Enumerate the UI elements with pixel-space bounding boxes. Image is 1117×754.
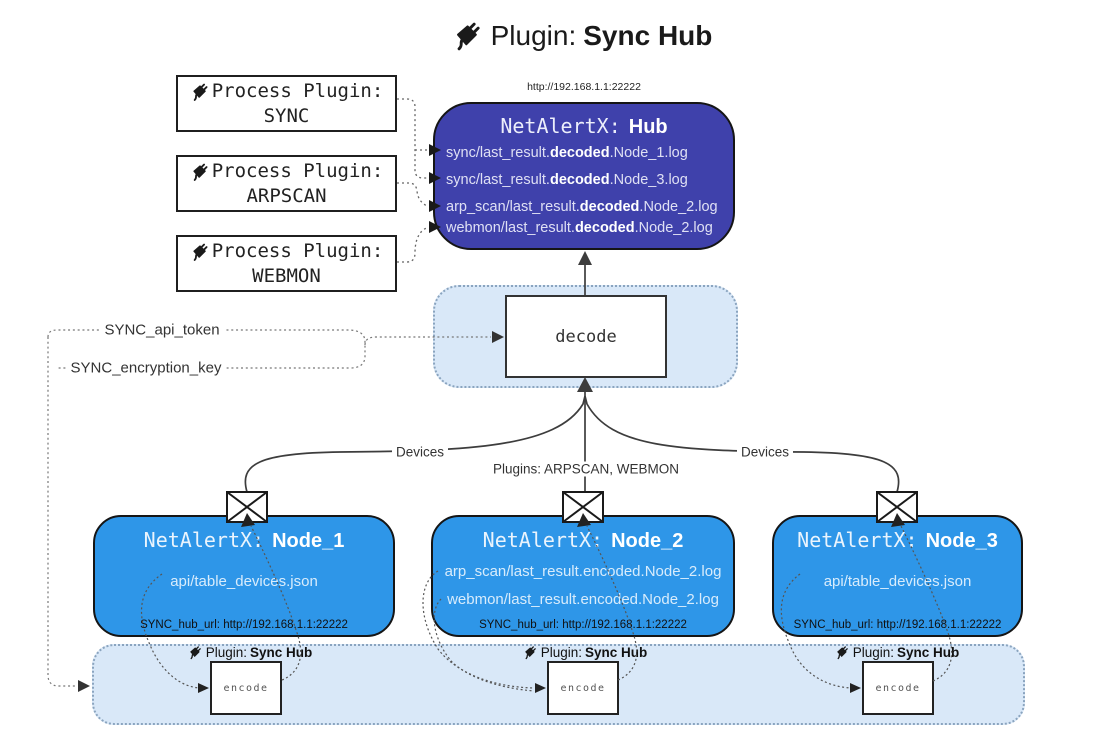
band-plugin-label: Plugin:Sync Hub	[188, 645, 312, 660]
process-plugin-box-sync: Process Plugin: SYNC	[176, 75, 397, 132]
node-title: NetAlertX:Node_3	[797, 528, 998, 552]
node-hub-url: SYNC_hub_url: http://192.168.1.1:22222	[793, 619, 1002, 631]
edge-label-devices-right: Devices	[736, 444, 794, 460]
decode-box: decode	[505, 295, 667, 378]
edge-label-plugins: Plugins: ARPSCAN, WEBMON	[488, 461, 684, 477]
hub-log-line: sync/last_result.decoded.Node_1.log	[446, 145, 688, 161]
hub-box: NetAlertX: Hub sync/last_result.decoded.N…	[433, 102, 735, 250]
process-plugin-label: Process Plugin:	[211, 80, 384, 102]
encode-box: encode	[547, 661, 619, 715]
plug-icon	[452, 20, 484, 52]
node-box-node-2: NetAlertX:Node_2 arp_scan/last_result.en…	[431, 515, 735, 637]
plug-icon	[188, 645, 203, 660]
band-plugin-label: Plugin:Sync Hub	[835, 645, 959, 660]
plug-icon	[190, 162, 210, 182]
node-file: api/table_devices.json	[823, 573, 972, 590]
hub-title-name: Hub	[628, 116, 668, 138]
hub-title: NetAlertX: Hub	[435, 114, 733, 139]
page-title: Plugin: Sync Hub	[452, 20, 713, 52]
node-hub-url: SYNC_hub_url: http://192.168.1.1:22222	[140, 619, 348, 631]
page-title-prefix: Plugin:	[490, 20, 577, 51]
hub-title-prefix: NetAlertX:	[500, 114, 621, 138]
process-plugin-label: Process Plugin:	[211, 240, 384, 262]
page-title-name: Sync Hub	[583, 20, 713, 51]
edge-label-devices-left: Devices	[391, 444, 449, 460]
plug-icon	[835, 645, 850, 660]
plug-icon	[190, 242, 210, 262]
hub-log-line: arp_scan/last_result.decoded.Node_2.log	[446, 199, 718, 215]
hub-url: http://192.168.1.1:22222	[527, 81, 641, 93]
process-plugin-label: Process Plugin:	[211, 160, 384, 182]
process-plugin-links	[397, 98, 429, 263]
process-plugin-box-arpscan: Process Plugin: ARPSCAN	[176, 155, 397, 212]
encode-box: encode	[210, 661, 282, 715]
plug-icon	[523, 645, 538, 660]
setting-label-encryption-key: SYNC_encryption_key	[65, 359, 227, 377]
node-box-node-1: NetAlertX:Node_1 api/table_devices.json …	[93, 515, 395, 637]
process-plugin-box-webmon: Process Plugin: WEBMON	[176, 235, 397, 292]
encode-box: encode	[862, 661, 934, 715]
arrowhead-into-band	[78, 680, 90, 692]
process-plugin-name: WEBMON	[252, 265, 321, 287]
decode-label: decode	[555, 326, 617, 347]
hub-log-line: webmon/last_result.decoded.Node_2.log	[446, 220, 713, 236]
node-title: NetAlertX:Node_1	[143, 528, 345, 552]
setting-label-api-token: SYNC_api_token	[99, 321, 225, 339]
arrowhead-into-hub	[578, 251, 592, 265]
node-file: webmon/last_result.encoded.Node_2.log	[447, 591, 719, 608]
plug-icon	[190, 82, 210, 102]
node-file: arp_scan/last_result.encoded.Node_2.log	[444, 563, 722, 580]
hub-log-line: sync/last_result.decoded.Node_3.log	[446, 172, 688, 188]
process-plugin-name: SYNC	[263, 105, 310, 127]
node-title: NetAlertX:Node_2	[482, 528, 684, 552]
process-plugin-name: ARPSCAN	[246, 185, 327, 207]
band-plugin-label: Plugin:Sync Hub	[523, 645, 647, 660]
node-file: api/table_devices.json	[170, 573, 318, 590]
node-hub-url: SYNC_hub_url: http://192.168.1.1:22222	[479, 619, 687, 631]
node-box-node-3: NetAlertX:Node_3 api/table_devices.json …	[772, 515, 1023, 637]
